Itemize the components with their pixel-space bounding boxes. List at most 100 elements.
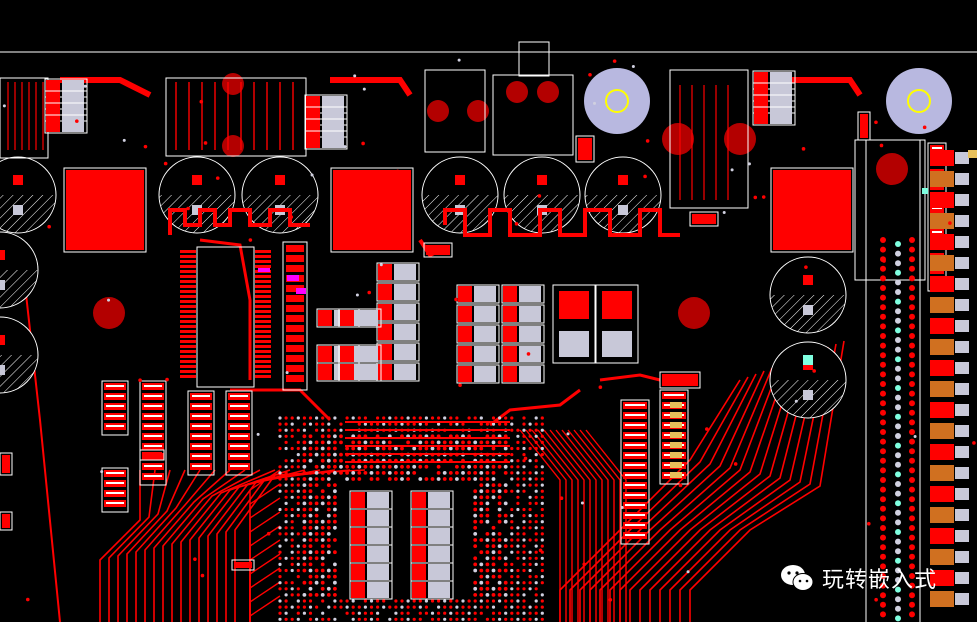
- bga-via: [357, 465, 361, 469]
- bga-via: [321, 416, 324, 419]
- ic-pin: [255, 260, 271, 263]
- bga-via: [535, 514, 538, 517]
- bga-via: [315, 550, 319, 554]
- bga-via: [333, 587, 337, 591]
- ic-pin: [180, 335, 196, 338]
- smd-pad: [286, 355, 304, 362]
- via: [201, 574, 205, 578]
- resistor-pad-mark: [625, 434, 645, 436]
- bga-via: [510, 545, 513, 548]
- bga-via: [541, 496, 544, 499]
- via: [895, 308, 901, 314]
- ic-pin: [255, 315, 271, 318]
- capacitor-smd-pad: [378, 364, 392, 380]
- via: [909, 487, 915, 493]
- bga-via: [278, 545, 281, 548]
- bga-via: [461, 599, 464, 602]
- via: [895, 366, 901, 372]
- resistor-pad-mark: [144, 475, 162, 477]
- bga-via: [474, 618, 477, 621]
- bga-via: [504, 556, 508, 560]
- capacitor-pad: [0, 335, 5, 345]
- bga-via: [327, 526, 331, 530]
- resistor-pad-mark: [230, 415, 248, 417]
- component-pad: [2, 455, 10, 473]
- bga-via: [309, 514, 313, 518]
- bga-via: [498, 465, 502, 469]
- bga-via: [400, 606, 403, 609]
- capacitor-smd-pad: [458, 326, 472, 342]
- bga-via: [473, 538, 477, 542]
- bga-via: [297, 447, 300, 450]
- via: [705, 427, 709, 431]
- bga-via: [333, 495, 337, 499]
- via: [880, 323, 886, 329]
- bga-via: [309, 477, 313, 481]
- silk-marker: [670, 412, 682, 418]
- via: [880, 314, 886, 320]
- bga-via: [492, 599, 495, 602]
- bga-via: [504, 606, 507, 609]
- bga-via: [522, 593, 525, 596]
- bga-via: [486, 495, 490, 499]
- bga-via: [541, 606, 544, 609]
- bga-via: [406, 477, 410, 481]
- signal-trace: [226, 470, 350, 622]
- via: [581, 501, 584, 504]
- via: [93, 187, 97, 191]
- ic-pin: [180, 260, 196, 263]
- bga-via: [473, 441, 477, 445]
- bga-via: [473, 526, 477, 530]
- via: [909, 602, 915, 608]
- bga-via: [535, 618, 538, 621]
- via: [895, 596, 901, 602]
- bga-via: [529, 551, 532, 554]
- via: [538, 194, 542, 198]
- bga-via: [516, 569, 519, 572]
- bga-via: [473, 471, 477, 475]
- bga-via: [492, 544, 496, 548]
- bga-via: [333, 520, 337, 524]
- capacitor-pad: [618, 175, 628, 185]
- bga-via: [443, 471, 447, 475]
- via: [909, 525, 915, 531]
- capacitor-smd-pad: [458, 306, 472, 322]
- edge-connector-pad: [930, 528, 954, 544]
- via: [26, 598, 30, 602]
- bga-via: [486, 550, 490, 554]
- ic-pin: [255, 370, 271, 373]
- bga-via: [285, 599, 288, 602]
- bga-via: [291, 563, 294, 566]
- silk-marker: [670, 442, 682, 448]
- ic-pin: [255, 330, 271, 333]
- bga-via: [498, 502, 502, 506]
- smd-pad: [286, 345, 304, 352]
- ic-pin: [180, 250, 196, 253]
- bga-via: [315, 538, 319, 542]
- ic-pin: [255, 360, 271, 363]
- bga-via: [321, 532, 325, 536]
- bga-via: [473, 447, 477, 451]
- bga-via: [285, 471, 288, 474]
- bga-via: [468, 416, 471, 419]
- bga-via: [297, 459, 300, 462]
- via: [795, 400, 798, 403]
- ic-pin: [255, 305, 271, 308]
- bga-via: [321, 465, 325, 469]
- bga-via: [486, 489, 490, 493]
- bga-via: [486, 606, 489, 609]
- bga-via: [297, 514, 300, 517]
- edge-connector-pad: [955, 173, 969, 185]
- bga-via: [388, 441, 392, 445]
- bga-via: [522, 416, 525, 419]
- resistor-pad-mark: [192, 405, 210, 407]
- bga-via: [315, 526, 319, 530]
- bga-via: [278, 557, 281, 560]
- edge-connector-pad: [955, 278, 969, 290]
- bga-via: [303, 447, 307, 451]
- bga-via: [479, 514, 483, 518]
- via: [753, 196, 757, 200]
- bga-via: [541, 423, 544, 426]
- bga-via: [309, 453, 313, 457]
